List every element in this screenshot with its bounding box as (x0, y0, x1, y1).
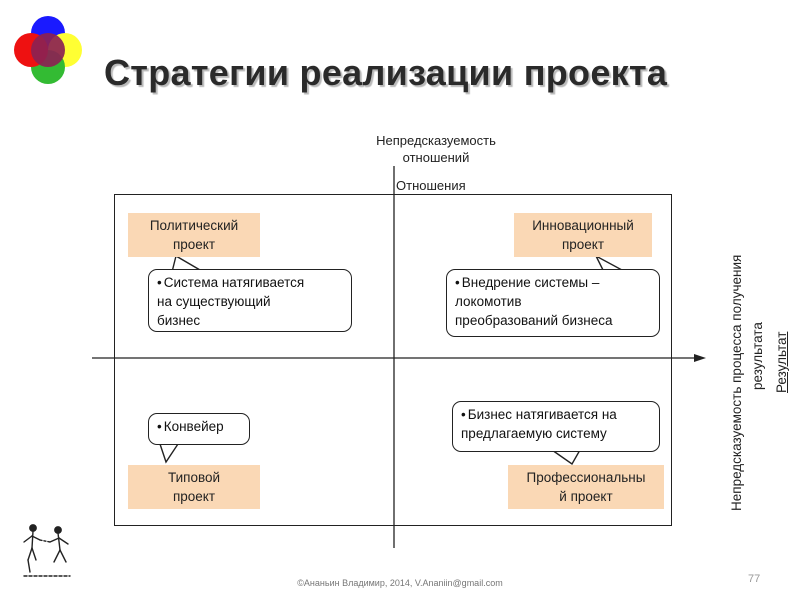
quadrant-professional: Профессиональны й проект (508, 465, 664, 509)
quadrant-professional-line1: Профессиональны (526, 470, 646, 485)
page-title: Стратегии реализации проекта (104, 52, 668, 93)
note-line: Внедрение системы – (461, 275, 600, 290)
bullet: • (157, 275, 162, 290)
note-line: Бизнес натягивается на (467, 407, 617, 422)
quadrant-typical-line2: проект (172, 489, 216, 504)
note-line: преобразований бизнеса (455, 313, 613, 328)
note-innovative: •Внедрение системы – локомотив преобразо… (446, 269, 660, 337)
quadrant-typical-line1: Типовой (167, 470, 221, 485)
note-line: бизнес (157, 313, 201, 328)
callout-tail (159, 443, 180, 464)
note-line: Система натягивается (163, 275, 305, 290)
quadrant-innovative-line1: Инновационный (532, 218, 634, 233)
note-line: локомотив (455, 294, 522, 309)
note-professional: •Бизнес натягивается на предлагаемую сис… (452, 401, 660, 452)
diagram-frame (114, 194, 672, 526)
note-line: Конвейер (163, 419, 224, 434)
circles-logo-icon (14, 16, 82, 84)
bullet: • (461, 407, 466, 422)
bullet: • (157, 419, 162, 434)
note-line: на существующий (157, 294, 271, 309)
quadrant-political-line2: проект (172, 237, 216, 252)
axis-right-line2: результата (750, 322, 765, 390)
axis-top-caption: Непредсказуемость отношений (336, 132, 536, 166)
axis-top-line2: отношений (402, 150, 470, 165)
note-line: предлагаемую систему (461, 426, 607, 441)
bullet: • (455, 275, 460, 290)
footer-copyright: ©Ананьин Владимир, 2014, V.Ananiin@gmail… (297, 578, 503, 588)
quadrant-typical: Типовой проект (128, 465, 260, 509)
axis-top-label: Отношения (396, 178, 466, 193)
page-number: 77 (748, 573, 761, 585)
quadrant-professional-line2: й проект (559, 489, 613, 504)
axis-right-line1: Непредсказуемость процесса получения (729, 254, 744, 511)
quadrant-innovative-line2: проект (561, 237, 605, 252)
quadrant-political: Политический проект (128, 213, 260, 257)
note-political: •Система натягивается на существующий би… (148, 269, 352, 332)
callout-tail (549, 449, 582, 466)
hanging-figures-icon (23, 524, 71, 577)
note-typical: •Конвейер (148, 413, 250, 445)
quadrant-innovative: Инновационный проект (514, 213, 652, 257)
axis-right-line3: Результат (774, 331, 789, 393)
quadrant-political-line1: Политический (149, 218, 239, 233)
axis-top-line1: Непредсказуемость (376, 133, 496, 148)
